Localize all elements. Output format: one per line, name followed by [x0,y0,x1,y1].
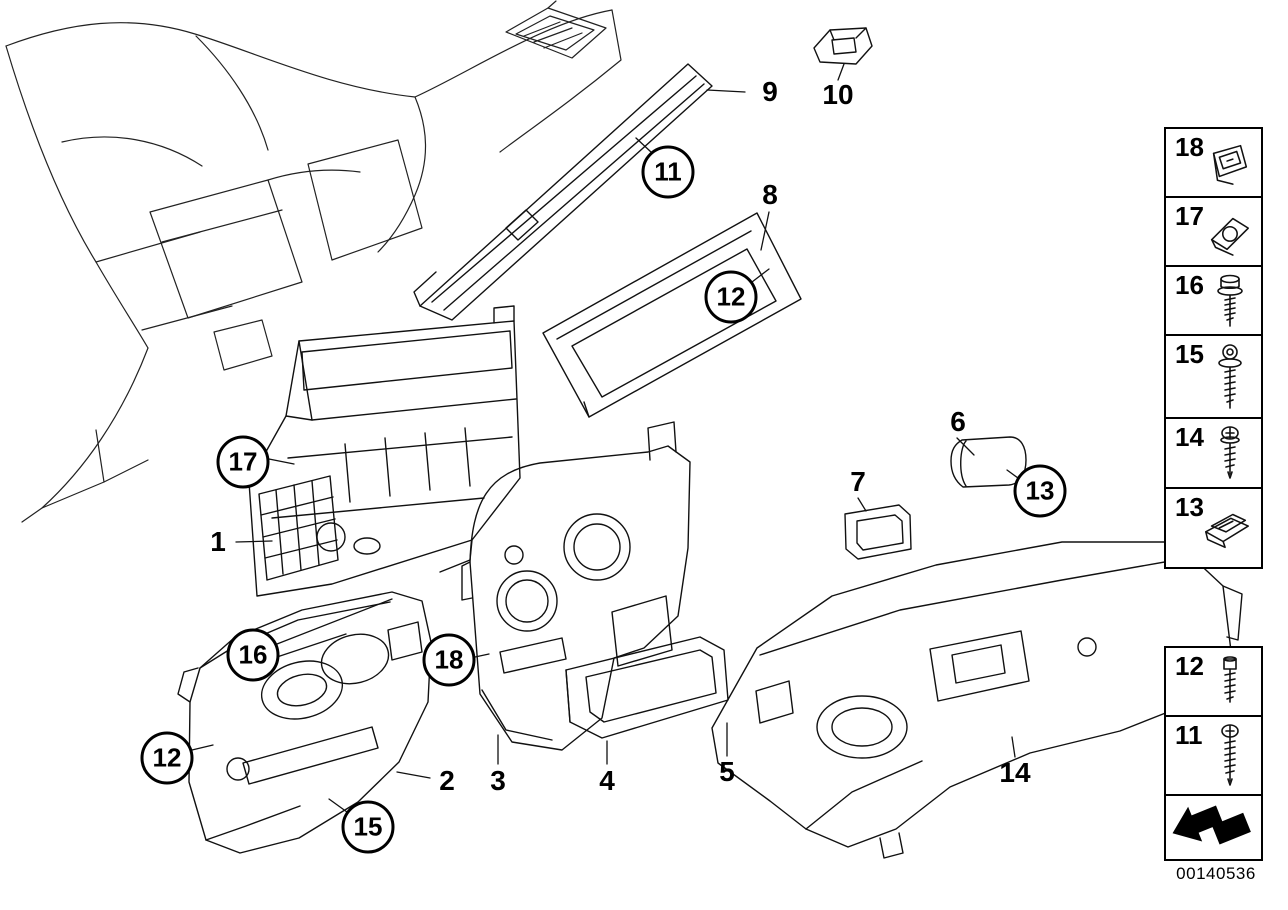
sidebar-ref-label: 14 [1175,422,1204,452]
fastener-callout-12-lower[interactable]: 12 [140,731,194,785]
part-6-cylinder-drawing [950,436,1027,488]
sidebar-ref-13[interactable]: 13 [1164,487,1263,569]
direction-arrow-icon [1172,805,1251,845]
sidebar-ref-15[interactable]: 15 [1164,334,1263,419]
callout-14[interactable]: 14 [999,757,1031,788]
part-8-decor-frame-drawing [542,212,802,418]
sidebar-direction-box[interactable] [1164,794,1263,861]
sidebar-ref-label: 18 [1175,132,1204,162]
fastener-callout-13[interactable]: 13 [1013,464,1067,518]
sidebar-ref-11[interactable]: 11 [1164,715,1263,796]
air-vent-sketch [505,0,607,59]
part-14-glovebox-panel-drawing [711,521,1243,859]
fastener-callout-18[interactable]: 18 [422,633,476,687]
sidebar-ref-label: 11 [1175,720,1203,750]
sidebar-ref-label: 12 [1175,651,1204,681]
cylinder-head-screw-icon [1223,655,1237,703]
callout-4[interactable]: 4 [599,765,615,796]
callout-2[interactable]: 2 [439,765,455,796]
callout-1[interactable]: 1 [210,526,226,557]
long-pan-screw-icon [1221,723,1239,786]
part-10-clip-drawing [813,27,873,65]
sidebar-ref-12[interactable]: 12 [1164,646,1263,717]
sidebar-ref-label: 16 [1175,270,1204,300]
fastener-callout-11[interactable]: 11 [641,145,695,199]
diagram-id: 00140536 [1176,864,1256,883]
fastener-callout-12-upper[interactable]: 12 [704,270,758,324]
part-4-tray-trim-drawing [565,636,729,739]
fastener-callout-17[interactable]: 17 [216,435,270,489]
sidebar-ref-label: 13 [1175,492,1204,522]
sheet-metal-clip-icon [1212,144,1248,185]
leader-lines [191,63,1019,813]
part-7-insert-drawing [844,504,912,560]
part-9-trim-strip-drawing [413,63,713,321]
callout-5[interactable]: 5 [719,756,735,787]
sidebar-ref-label: 15 [1175,339,1204,369]
part-3-console-trim-drawing [461,421,691,751]
part-1-carrier-drawing [248,305,521,597]
pan-head-screw-icon [1220,426,1240,479]
dashboard-body-sketch [5,9,622,523]
retaining-clip-icon [1205,513,1249,549]
callout-6[interactable]: 6 [950,406,966,437]
part-2-switch-panel-drawing [177,591,432,854]
sidebar-ref-18[interactable]: 18 [1164,127,1263,198]
callout-10[interactable]: 10 [822,79,854,110]
sidebar-ref-label: 17 [1175,201,1204,231]
fastener-callout-15[interactable]: 15 [341,800,395,854]
hex-head-screw-icon [1217,274,1243,327]
callout-7[interactable]: 7 [850,466,866,497]
callout-3[interactable]: 3 [490,765,506,796]
sidebar-ref-17[interactable]: 17 [1164,196,1263,267]
speed-nut-clip-icon [1210,217,1249,256]
washer-screw-icon [1218,343,1242,409]
sidebar-ref-16[interactable]: 16 [1164,265,1263,336]
sidebar-ref-14[interactable]: 14 [1164,417,1263,489]
fastener-callout-16[interactable]: 16 [226,628,280,682]
callout-9[interactable]: 9 [762,76,778,107]
callout-8[interactable]: 8 [762,179,778,210]
